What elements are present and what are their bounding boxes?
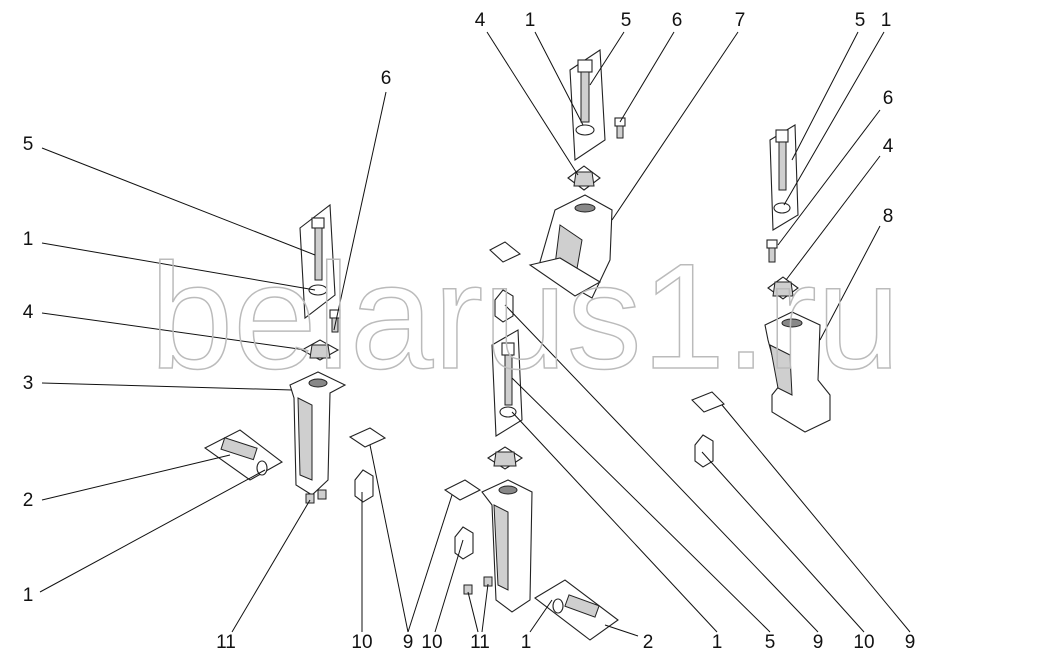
- leader-line: [721, 404, 911, 633]
- callout-label: 6: [883, 88, 894, 109]
- plate-nut-left: [348, 427, 387, 503]
- leader-line: [504, 304, 819, 633]
- bolt-left-vertical: [299, 203, 336, 320]
- callout-label: 2: [643, 632, 654, 653]
- leader-line: [434, 539, 464, 633]
- callout-label: 9: [403, 632, 414, 653]
- callout-label: 8: [883, 206, 894, 227]
- callout-label: 1: [23, 585, 34, 606]
- callout-label: 10: [853, 632, 874, 653]
- leader-line: [41, 242, 316, 291]
- leader-line: [819, 225, 881, 341]
- leader-line: [783, 31, 885, 206]
- leader-line: [589, 31, 625, 86]
- leader-line: [407, 494, 453, 633]
- leader-line: [41, 454, 231, 501]
- leader-line: [701, 451, 865, 633]
- rubber-mount-middle-lower: [486, 446, 524, 470]
- leader-line: [611, 31, 739, 221]
- bracket-middle-lower: [481, 479, 533, 613]
- leader-line: [41, 382, 293, 391]
- bracket-left: [289, 371, 347, 496]
- horizontal-bolt-left: [203, 429, 283, 481]
- bracket-right: [764, 311, 831, 433]
- callout-label: 7: [735, 10, 746, 31]
- callout-label: 11: [216, 632, 236, 653]
- leader-line: [231, 499, 311, 633]
- leader-lines: [39, 31, 911, 637]
- leader-line: [41, 312, 307, 351]
- plate-nut-right: [691, 391, 725, 468]
- callout-label: 1: [521, 632, 532, 653]
- bolt-middle-top: [569, 49, 626, 161]
- callout-label: 6: [381, 68, 392, 89]
- callout-label: 9: [813, 632, 824, 653]
- leader-line: [534, 31, 584, 126]
- leader-line: [369, 444, 409, 633]
- callout-label: 3: [23, 373, 34, 394]
- callout-label: 6: [672, 10, 683, 31]
- callout-label: 4: [475, 10, 486, 31]
- rubber-mount-left: [300, 339, 340, 361]
- callout-label: 5: [765, 632, 776, 653]
- leader-line: [486, 31, 579, 176]
- callout-label: 11: [470, 632, 490, 653]
- callout-label: 1: [23, 229, 34, 250]
- rubber-mount-right: [767, 276, 799, 300]
- callout-label: 10: [351, 632, 372, 653]
- leader-line: [604, 624, 639, 637]
- bolt-right: [766, 124, 799, 263]
- callout-label: 1: [525, 10, 536, 31]
- leader-line: [467, 591, 479, 633]
- leader-line: [785, 155, 881, 281]
- leader-line: [39, 469, 266, 593]
- callout-label: 2: [23, 490, 34, 511]
- leader-line: [529, 599, 553, 633]
- rubber-mount-middle-top: [567, 165, 601, 191]
- callout-label: 4: [883, 136, 894, 157]
- callout-label: 1: [712, 632, 723, 653]
- bushings-left: [305, 489, 327, 504]
- leader-line: [619, 31, 675, 123]
- callout-label: 9: [905, 632, 916, 653]
- plate-nut-middle: [489, 241, 522, 323]
- leader-line: [41, 147, 316, 256]
- parts-drawing: [203, 49, 831, 641]
- bracket-middle-top: [528, 194, 613, 299]
- leader-line: [333, 91, 387, 331]
- leader-line: [777, 109, 881, 246]
- callout-label: 5: [621, 10, 632, 31]
- callout-label: 5: [23, 134, 34, 155]
- callout-label: 1: [881, 10, 892, 31]
- leader-line: [481, 583, 489, 633]
- leader-line: [511, 377, 771, 633]
- horizontal-bolt-middle: [534, 579, 619, 641]
- leader-line: [791, 31, 859, 161]
- callout-label: 5: [855, 10, 866, 31]
- bolt-middle-lower: [491, 329, 523, 437]
- callout-label: 4: [23, 302, 34, 323]
- leader-line: [511, 411, 718, 633]
- watermark: belarus1.ru: [150, 232, 900, 400]
- callout-label: 10: [421, 632, 442, 653]
